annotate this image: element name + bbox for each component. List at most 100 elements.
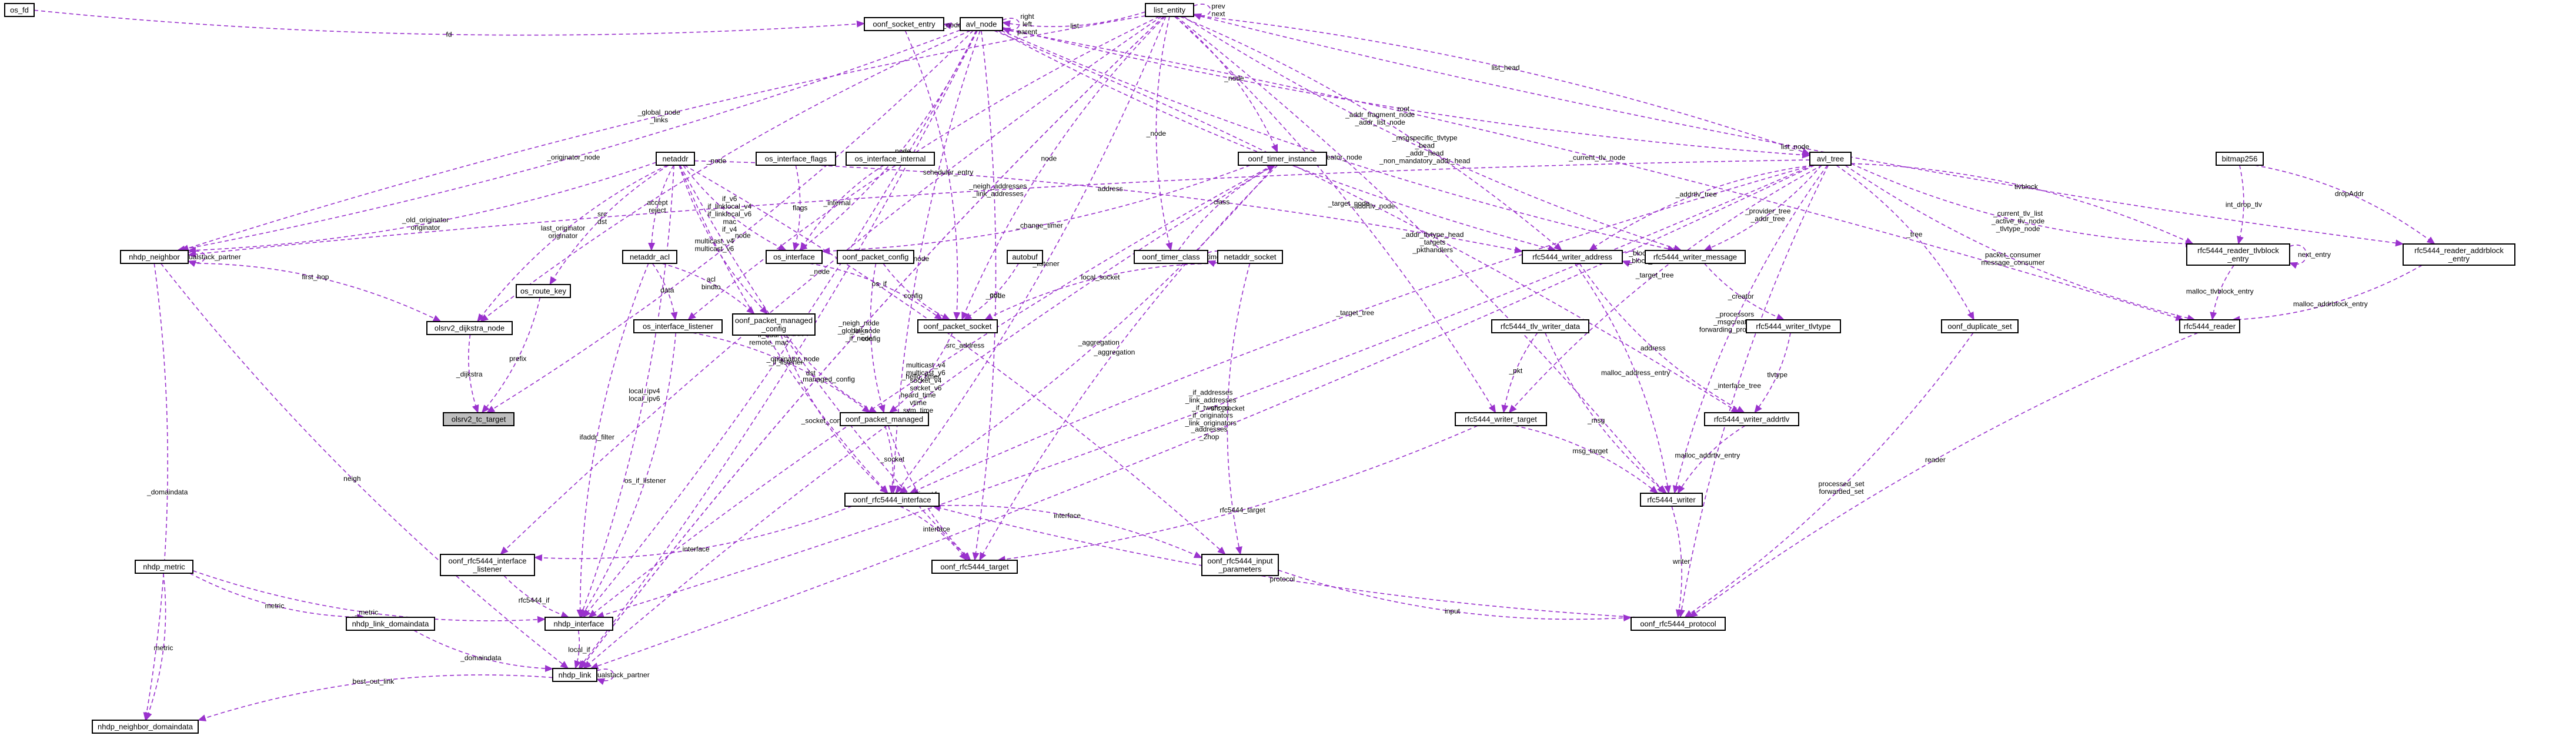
edge-list-entity-to-oonf-rfc5444-interface [895, 16, 1167, 494]
node-os-fd[interactable]: os_fd [4, 3, 35, 17]
edge-label: root [1397, 105, 1409, 113]
node-oonf-packet-socket[interactable]: oonf_packet_socket [917, 319, 998, 333]
node-olsrv2-tc-target[interactable]: olsrv2_tc_target [443, 412, 514, 426]
edge-avl-tree-to-rfc5444-writer-message [1703, 165, 1822, 251]
edge-rfc5444-writer-addrtlv-to-rfc5444-writer [1677, 425, 1746, 494]
node-netaddr-socket[interactable]: netaddr_socket [1217, 250, 1283, 264]
node-oonf-duplicate-set[interactable]: oonf_duplicate_set [1941, 319, 2019, 333]
node-oonf-packet-managed-config[interactable]: oonf_packet_managed_config [732, 313, 816, 336]
node-avl-node[interactable]: avl_node [960, 17, 1003, 31]
edge-os-interface-listener-to-nhdp-interface [580, 332, 677, 618]
node-rfc5444-reader-tlvblock-entry[interactable]: rfc5444_reader_tlvblock_entry [2186, 243, 2290, 266]
node-rfc5444-writer-address[interactable]: rfc5444_writer_address [1522, 250, 1623, 264]
node-oonf-timer-instance[interactable]: oonf_timer_instance [1238, 152, 1327, 166]
node-oonf-rfc5444-input-parameters[interactable]: oonf_rfc5444_input_parameters [1201, 554, 1279, 576]
node-oonf-rfc5444-protocol[interactable]: oonf_rfc5444_protocol [1631, 617, 1726, 631]
node-box [440, 554, 535, 576]
edge-label: _aggregation [1078, 339, 1120, 347]
edge-rfc5444-writer-to-oonf-rfc5444-protocol [1671, 506, 1683, 618]
node-olsrv2-dijkstra-node[interactable]: olsrv2_dijkstra_node [426, 321, 513, 335]
node-box [426, 321, 513, 335]
edge-nhdp-neighbor-to-nhdp-neighbor-domaindata [143, 263, 169, 721]
edge-oonf-socket-entry-to-oonf-packet-socket [904, 30, 961, 320]
edge-label: os_if [872, 279, 887, 287]
node-rfc5444-tlv-writer-data[interactable]: rfc5444_tlv_writer_data [1491, 319, 1589, 333]
edge-netaddr-to-oonf-rfc5444-interface [679, 165, 888, 494]
node-nhdp-interface[interactable]: nhdp_interface [544, 617, 613, 631]
node-box [2186, 243, 2290, 266]
node-box [1645, 250, 1746, 264]
edge-list-entity-to-rfc5444-writer-message [1182, 16, 1682, 252]
edge-nhdp-link-domaindata-to-nhdp-link [413, 630, 553, 673]
node-os-interface-flags[interactable]: os_interface_flags [756, 152, 836, 166]
node-nhdp-link-domaindata[interactable]: nhdp_link_domaindata [346, 617, 435, 631]
edge-label: _neigh_node_global_node_if_node [837, 319, 880, 343]
node-os-interface-internal[interactable]: os_interface_internal [846, 152, 935, 166]
edge-label: input [1445, 607, 1461, 616]
node-list-entity[interactable]: list_entity [1145, 3, 1194, 17]
edge-avl-tree-to-rfc5444-reader-tlvblock-entry [1850, 163, 2194, 248]
node-label: _parameters [1218, 565, 1262, 574]
edge-label: _if_addresses_link_addresses_if_twohops_… [1185, 389, 1237, 427]
node-nhdp-metric[interactable]: nhdp_metric [135, 560, 193, 574]
edge-label: _addr_fragment_node_addr_list_node [1345, 111, 1415, 126]
node-label: nhdp_neighbor [129, 253, 180, 262]
node-os-interface[interactable]: os_interface [766, 250, 823, 264]
node-oonf-packet-config[interactable]: oonf_packet_config [837, 250, 914, 264]
node-box [766, 250, 823, 264]
node-nhdp-link[interactable]: nhdp_link [552, 668, 597, 682]
node-netaddr-acl[interactable]: netaddr_acl [622, 250, 677, 264]
node-nhdp-neighbor[interactable]: nhdp_neighbor [120, 250, 189, 264]
node-box [552, 668, 597, 682]
node-oonf-timer-class[interactable]: oonf_timer_class [1134, 250, 1208, 264]
edge-oonf-timer-instance-to-oonf-rfc5444-interface [898, 165, 1276, 494]
edge-label: _node [1146, 129, 1167, 138]
node-box [1491, 319, 1589, 333]
node-rfc5444-writer-tlvtype[interactable]: rfc5444_writer_tlvtype [1746, 319, 1841, 333]
node-label: rfc5444_writer_address [1532, 253, 1612, 262]
edge-rfc5444-writer-address-to-rfc5444-writer-addrtlv [1579, 263, 1745, 413]
edge-label: interface [683, 545, 710, 553]
edge-label: msg_target [1572, 447, 1608, 455]
node-rfc5444-reader-addrblock-entry[interactable]: rfc5444_reader_addrblock_entry [2403, 243, 2515, 266]
edge-avl-node-to-rfc5444-writer-message [1001, 30, 1676, 253]
edge-avl-tree-to-rfc5444-reader-tlvblock-entry [1850, 163, 2194, 245]
edge-olsrv2-dijkstra-node-to-olsrv2-tc-target [468, 334, 479, 413]
node-oonf-rfc5444-target[interactable]: oonf_rfc5444_target [931, 560, 1018, 574]
edge-os-route-key-to-olsrv2-tc-target [481, 297, 541, 413]
node-netaddr[interactable]: netaddr [656, 152, 695, 166]
node-rfc5444-reader[interactable]: rfc5444_reader [2179, 319, 2240, 333]
node-avl-tree[interactable]: avl_tree [1809, 152, 1852, 166]
node-rfc5444-writer-addrtlv[interactable]: rfc5444_writer_addrtlv [1704, 412, 1799, 426]
node-box [1455, 412, 1547, 426]
node-box [1522, 250, 1623, 264]
node-label: oonf_duplicate_set [1947, 322, 2012, 331]
node-autobuf[interactable]: autobuf [1007, 250, 1043, 264]
edge-rfc5444-tlv-writer-data-to-rfc5444-writer [1545, 332, 1667, 494]
edge-rfc5444-writer-tlvtype-to-rfc5444-writer-addrtlv [1754, 332, 1791, 413]
edge-label: _change_timer [1015, 222, 1063, 230]
node-oonf-socket-entry[interactable]: oonf_socket_entry [864, 17, 944, 31]
node-oonf-rfc5444-interface-listener[interactable]: oonf_rfc5444_interface_listener [440, 554, 535, 576]
edge-label: int_drop_tlv [2226, 200, 2262, 209]
node-label: oonf_rfc5444_target [940, 563, 1009, 571]
node-bitmap256[interactable]: bitmap256 [2216, 152, 2264, 166]
node-nhdp-neighbor-domaindata[interactable]: nhdp_neighbor_domaindata [92, 720, 199, 734]
node-rfc5444-writer[interactable]: rfc5444_writer [1640, 493, 1703, 507]
node-os-route-key[interactable]: os_route_key [516, 284, 571, 298]
node-oonf-rfc5444-interface[interactable]: oonf_rfc5444_interface [844, 493, 940, 507]
node-box [92, 720, 199, 734]
edge-label: tlvblock [2014, 182, 2039, 190]
node-oonf-packet-managed[interactable]: oonf_packet_managed [840, 412, 929, 426]
node-os-interface-listener[interactable]: os_interface_listener [633, 319, 723, 333]
edge-label: addrtlv_node [1354, 202, 1395, 210]
edge-avl-tree-to-oonf-duplicate-set [1836, 165, 1974, 320]
node-rfc5444-writer-message[interactable]: rfc5444_writer_message [1645, 250, 1746, 264]
node-rfc5444-writer-target[interactable]: rfc5444_writer_target [1455, 412, 1547, 426]
edge-label: _addresses_2hop [1191, 425, 1228, 441]
node-box [844, 493, 940, 507]
